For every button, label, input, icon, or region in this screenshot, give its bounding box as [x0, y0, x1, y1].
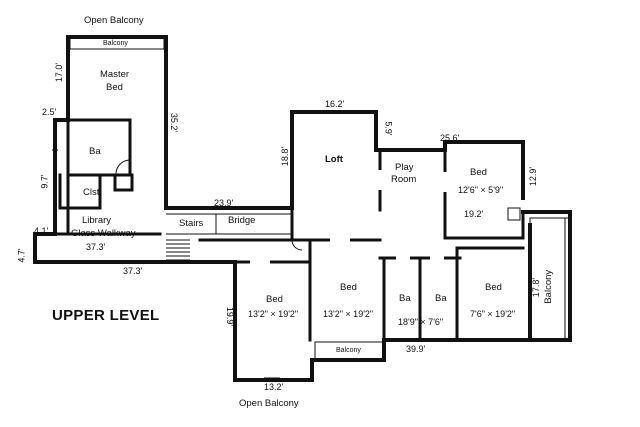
label-bed-sw: Bed — [266, 294, 283, 305]
dim-37-3-a: 37.3' — [86, 242, 106, 252]
label-loft: Loft — [325, 154, 343, 165]
wall-clst-small — [113, 173, 134, 192]
gap-ba-2 — [430, 254, 444, 262]
label-ba-left: Ba — [89, 146, 101, 157]
label-bed-se: Bed — [485, 282, 502, 293]
dim-9-7: 9.7' — [39, 174, 50, 189]
wall-master-outer — [66, 35, 525, 210]
dim-2-5: 2.5' — [42, 107, 57, 117]
dim-16-2: 16.2' — [325, 99, 345, 109]
label-open-balcony-top: Open Balcony — [84, 15, 144, 26]
label-balcony-bottom: Balcony — [336, 347, 361, 354]
door-arc-loft — [291, 239, 303, 251]
gap-ba-1 — [396, 254, 410, 262]
label-bed-ne-dim: 12'6" × 5'9" — [458, 185, 504, 195]
dim-35-2: 35.2' — [169, 112, 180, 133]
plan-title: UPPER LEVEL — [52, 307, 160, 324]
dim-39-9: 39.9' — [406, 344, 426, 354]
balcony-top-rect — [69, 36, 165, 50]
ne-window — [507, 207, 521, 221]
label-bridge: Bridge — [228, 215, 256, 226]
label-play-1: Play — [395, 162, 414, 173]
stairs-treads — [166, 239, 190, 261]
dim-4-1: 4.1' — [34, 226, 49, 236]
gap-loft-bottom — [250, 258, 270, 266]
door-arc-ba — [115, 159, 131, 175]
gap-ne-bed — [441, 172, 449, 192]
label-clst: Clst — [83, 187, 100, 198]
dim-17-8: 17.8' — [531, 277, 542, 298]
dim-5-9: 5.9' — [383, 121, 394, 136]
dim-13-2: 13.2' — [264, 382, 284, 392]
label-balcony-top: Balcony — [103, 40, 128, 47]
label-stairs: Stairs — [179, 218, 204, 229]
label-bed-s-dim: 13'2" × 19'2" — [323, 309, 374, 319]
label-bed-ne: Bed — [470, 167, 487, 178]
label-ba-2: Ba — [435, 293, 447, 304]
dim-19-9: 19.9' — [225, 306, 236, 327]
label-balcony-right: Balcony — [543, 269, 555, 304]
gap-play — [376, 170, 384, 190]
label-master-1: Master — [100, 69, 130, 80]
label-glass-walkway: Glass Walkway — [71, 228, 136, 239]
label-bed-s: Bed — [340, 282, 357, 293]
dim-12-9: 12.9' — [528, 166, 539, 187]
dim-37-3-b: 37.3' — [123, 266, 143, 276]
label-open-balcony-bottom: Open Balcony — [239, 398, 299, 409]
wall-clst — [58, 173, 102, 210]
label-ba-dim: 18'9" × 7'6" — [398, 317, 444, 327]
label-ba-1: Ba — [399, 293, 411, 304]
label-play-2: Room — [391, 174, 417, 185]
balcony-right-rect — [529, 217, 571, 341]
label-bed-sw-dim: 13'2" × 19'2" — [248, 309, 299, 319]
dim-4-7: 4.7' — [16, 248, 27, 263]
balcony-bottom-rect — [314, 341, 385, 361]
label-bed-se-dim: 7'6" × 19'2" — [470, 309, 516, 319]
dim-23-9: 23.9' — [214, 198, 234, 208]
label-library: Library — [82, 215, 112, 226]
dim-25-6: 25.6' — [440, 133, 460, 143]
gap-bed-s — [330, 236, 350, 244]
dim-19-2: 19.2' — [464, 209, 484, 219]
label-master-2: Bed — [106, 82, 123, 93]
dim-17-0: 17.0' — [54, 62, 65, 83]
dim-18-8: 18.8' — [280, 146, 291, 167]
